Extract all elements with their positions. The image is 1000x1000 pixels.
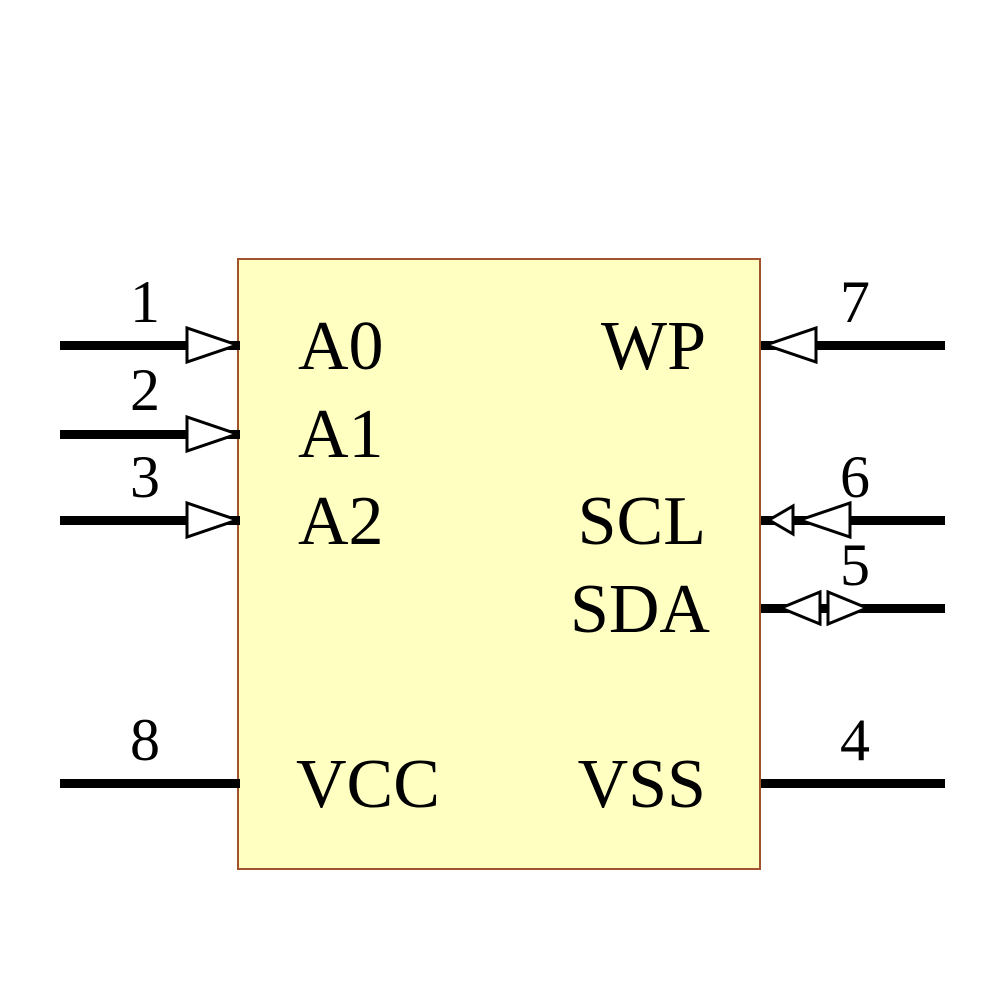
pin-8-line	[60, 779, 240, 788]
pin-6-line	[761, 516, 945, 525]
pin-7-number: 7	[840, 269, 870, 335]
pin-8-number: 8	[130, 707, 160, 773]
pin-label-wp: WP	[601, 308, 706, 385]
ic-body	[237, 258, 761, 870]
pin-4-number: 4	[840, 707, 870, 773]
pin-label-a0: A0	[298, 308, 384, 385]
pin-label-a2: A2	[298, 483, 384, 560]
pin-1-line	[60, 341, 240, 350]
pin-7-line	[761, 341, 945, 350]
pin-label-scl: SCL	[577, 483, 706, 560]
pin-6-small-arrow-icon	[766, 503, 795, 537]
pin-1-input-arrow-icon	[185, 325, 240, 365]
pin-1-number: 1	[130, 269, 160, 335]
pin-3-input-arrow-icon	[185, 500, 240, 540]
pin-5-bidirectional-arrow-icon	[778, 589, 870, 627]
pin-6-input-arrow-icon	[797, 500, 852, 540]
pin-3-line	[60, 516, 240, 525]
pin-3-number: 3	[130, 444, 160, 510]
pin-5-number: 5	[840, 532, 870, 598]
pin-2-line	[60, 430, 240, 439]
pin-2-input-arrow-icon	[185, 414, 240, 454]
pin-6-number: 6	[840, 444, 870, 510]
pin-label-vss: VSS	[577, 746, 706, 823]
pin-2-number: 2	[130, 357, 160, 423]
pin-label-a1: A1	[298, 396, 384, 473]
pin-label-vcc: VCC	[296, 746, 440, 823]
pin-4-line	[761, 779, 945, 788]
pin-7-input-arrow-icon	[763, 325, 818, 365]
pin-label-sda: SDA	[569, 571, 710, 648]
